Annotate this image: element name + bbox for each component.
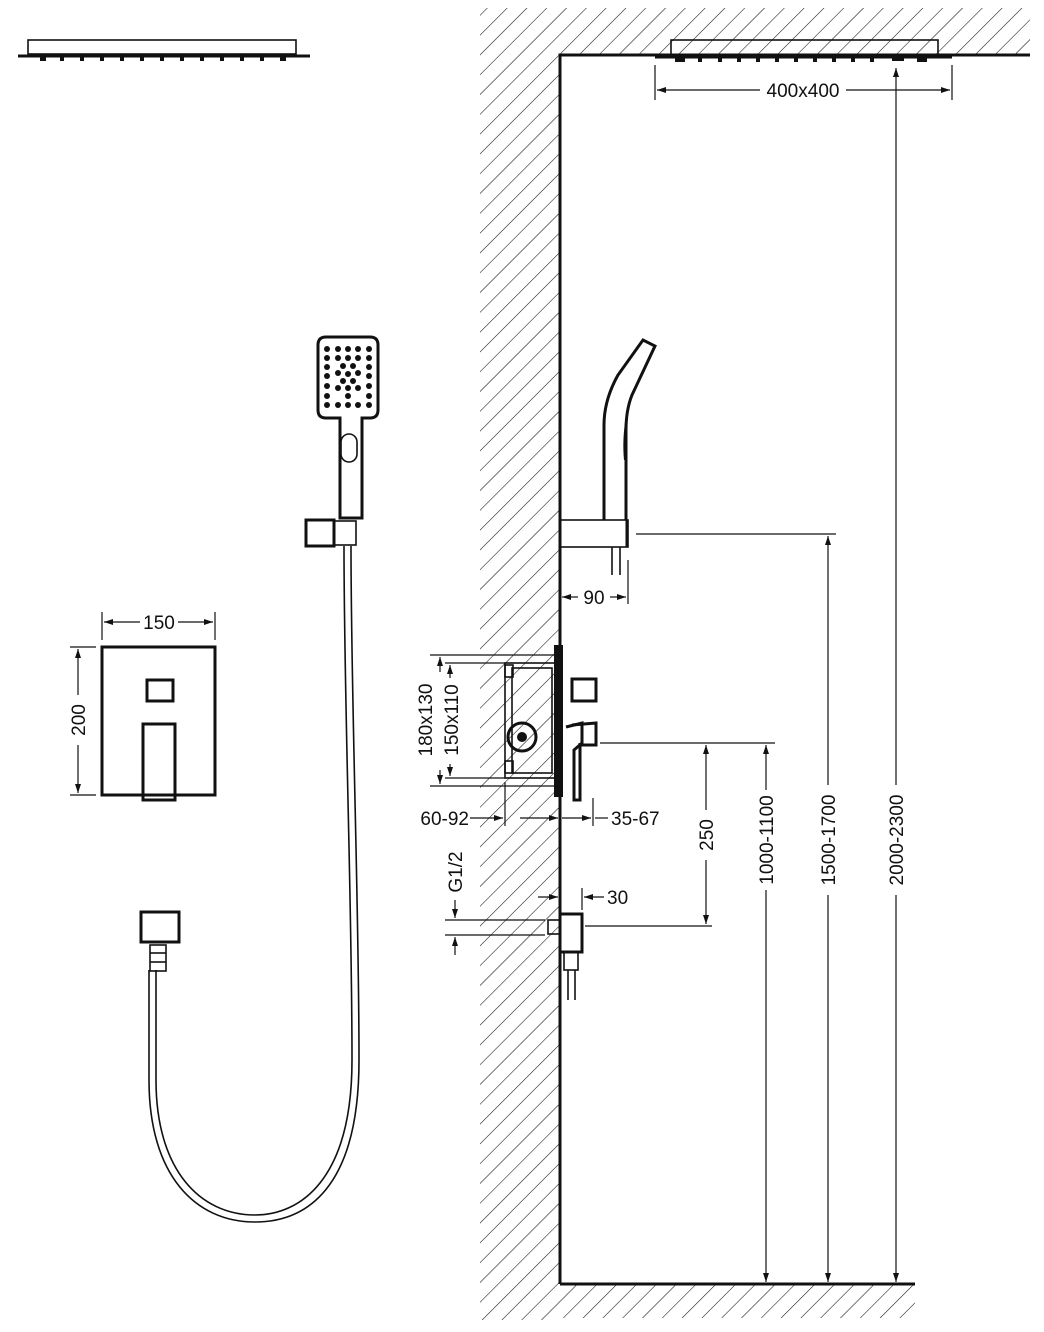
hand-shower-front xyxy=(304,335,380,548)
rain-head-side: 400x400 xyxy=(654,39,953,102)
height-dimensions: 250 1000-1100 1500-1700 2000-2300 xyxy=(585,68,908,1282)
dim-plate-width: 150 xyxy=(143,613,175,634)
valve-plate-front: 150 200 xyxy=(69,612,217,802)
floor-hatch xyxy=(560,1284,915,1318)
valve-box-side xyxy=(504,645,598,802)
dim-holder-height: 1500-1700 xyxy=(819,795,840,886)
valve-box-dimensions: 180x130 150x110 60-92 35-67 xyxy=(416,654,660,830)
dim-box-depth: 60-92 xyxy=(420,809,469,830)
wall-hatch xyxy=(480,8,560,1320)
dim-valve-height: 1000-1100 xyxy=(757,795,778,884)
ceiling-hatch xyxy=(560,8,1030,55)
dim-box-inner: 150x110 xyxy=(442,684,463,756)
dim-holder-projection: 90 xyxy=(583,588,604,609)
dim-valve-projection: 35-67 xyxy=(611,809,660,830)
dim-valve-to-outlet: 250 xyxy=(697,819,718,851)
dim-rain-head-height: 2000-2300 xyxy=(887,795,908,886)
wall-line xyxy=(558,53,1030,1284)
rain-head-front xyxy=(18,39,310,61)
dim-plate-height: 200 xyxy=(69,704,90,736)
shower-hose xyxy=(155,545,353,1216)
wall-outlet-side: G1/2 30 xyxy=(445,851,628,1000)
dim-box-outer: 180x130 xyxy=(416,684,437,757)
dim-thread: G1/2 xyxy=(446,851,467,892)
dim-rain-head-size: 400x400 xyxy=(767,81,840,102)
dim-outlet-projection: 30 xyxy=(607,888,628,909)
wall-holder xyxy=(304,518,336,548)
hand-shower-side: 90 xyxy=(559,338,657,609)
wall-section xyxy=(480,8,1030,1320)
wall-outlet-front xyxy=(139,910,181,972)
